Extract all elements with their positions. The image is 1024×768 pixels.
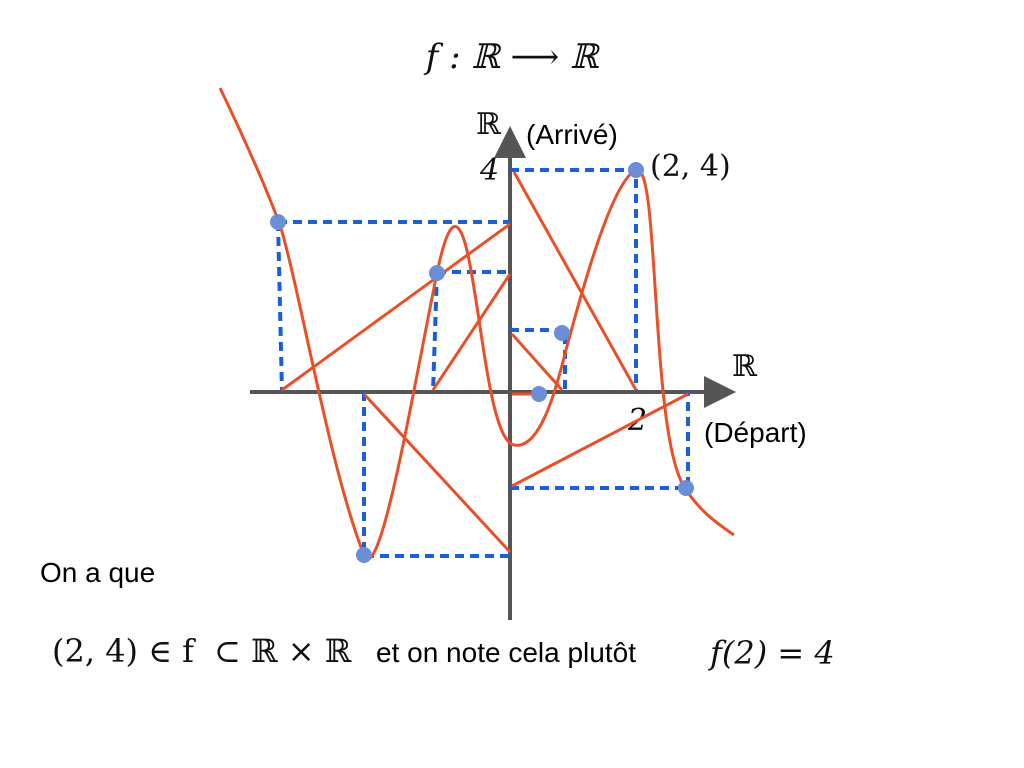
graph-point (429, 265, 445, 281)
notation-formula: f(2) = 4 (708, 634, 835, 672)
point-label: (2, 4) (650, 149, 731, 184)
subset-formula: ⊂ ℝ × ℝ (214, 632, 352, 670)
mapping-segment (511, 392, 689, 488)
x-axis-symbol: ℝ (732, 349, 758, 384)
graph-point (678, 480, 694, 496)
y-tick-label: 4 (479, 153, 499, 188)
graph-point-2-4 (628, 162, 644, 178)
function-curve (218, 87, 735, 561)
projection-lines-minimum (362, 392, 510, 558)
intro-text: On a que (40, 557, 155, 588)
graph-point (554, 325, 570, 341)
x-axis-caption: (Départ) (704, 417, 807, 448)
y-axis-caption: (Arrivé) (526, 119, 618, 150)
graph-point (270, 214, 286, 230)
projection-lines-mid-left (431, 270, 510, 393)
mapping-segment (512, 171, 638, 391)
projection-lines-right (510, 392, 690, 490)
note-text: et on note cela plutôt (376, 637, 636, 668)
mapping-segment (510, 333, 564, 391)
projection-lines-small-square (510, 328, 567, 392)
projection-lines-upper-left (276, 220, 510, 393)
graph-point (356, 547, 372, 563)
mapping-segment (362, 392, 512, 554)
membership-formula: (2, 4) ∈ f (52, 632, 196, 670)
graph-point (531, 386, 547, 402)
y-axis-symbol: ℝ (476, 107, 502, 142)
mapping-segment (281, 222, 511, 392)
mapping-segment (431, 273, 512, 391)
function-title: f : ℝ ⟶ ℝ (423, 37, 601, 77)
